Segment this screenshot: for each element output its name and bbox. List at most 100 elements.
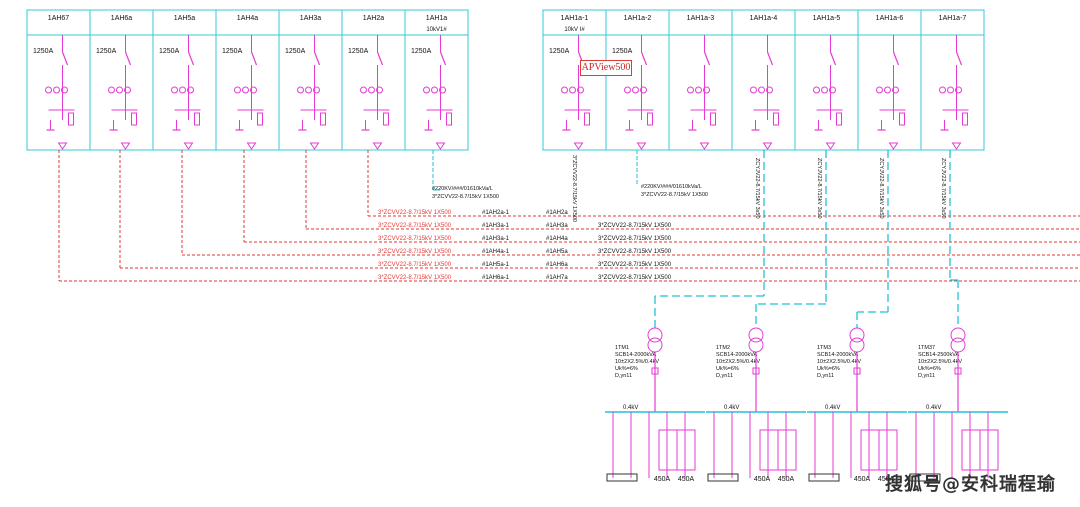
transformer-lv-1: [749, 338, 763, 352]
right-switch-6: [957, 52, 962, 65]
left-panel-2: [153, 10, 216, 150]
vertical-cable-label-3: ZCYJV22-8.7/15kV 3x50: [940, 158, 946, 219]
red-cable-from-3: #1AH4a-1: [482, 249, 510, 255]
right-panel-3: [732, 10, 795, 150]
left-panel-id-6: 1AH1a: [426, 15, 448, 22]
left-ct-4-1: [306, 87, 312, 93]
transformer-lv-3: [951, 338, 965, 352]
right-panel-id-1: 1AH1a-2: [624, 15, 652, 22]
transformer-model-2: SCB14-2000kVA: [817, 352, 859, 358]
transformer-name-0: 1TM1: [615, 345, 629, 351]
right-out-marker-2: [701, 143, 709, 149]
transformer-model-0: SCB14-2000kVA: [615, 352, 657, 358]
right-switch-3: [768, 52, 773, 65]
left-rating-0: 1250A: [33, 48, 54, 55]
right-header-5: [858, 10, 921, 35]
feeder-right-label: #220KV/###/01610kVa/L: [641, 184, 702, 190]
right-out-marker-6: [953, 143, 961, 149]
left-rating-6: 1250A: [411, 48, 432, 55]
transformer-uk-0: Uk%=6%: [615, 366, 638, 372]
left-ct-0-1: [54, 87, 60, 93]
right-ct-6-0: [940, 87, 946, 93]
left-header-1: [90, 10, 153, 35]
right-switch-2: [705, 52, 710, 65]
red-cable-label-2: 3*ZCVV22-8.7/15kV 1X500: [378, 236, 452, 242]
transformer-name-3: 1TM37: [918, 345, 935, 351]
right-ct-2-0: [688, 87, 694, 93]
red-cable-from-2: #1AH3a-1: [482, 236, 510, 242]
right-out-marker-5: [890, 143, 898, 149]
transformer-group-1: D,yn11: [716, 373, 733, 379]
lv-cabinet-1-4: [778, 430, 796, 470]
transformer-model-1: SCB14-2000kVA: [716, 352, 758, 358]
left-header-0: [27, 10, 90, 35]
left-arrester-3: [258, 113, 263, 125]
left-arrester-6: [447, 113, 452, 125]
transformer-name-2: 1TM3: [817, 345, 831, 351]
left-switch-6: [441, 52, 446, 65]
transformer-model-3: SCB14-2500kVA: [918, 352, 960, 358]
vertical-cable-main: 3*ZCVV22-8.7/15kV 1X500: [571, 155, 577, 222]
right-rating-1: 1250A: [612, 48, 633, 55]
right-rating-0: 1250A: [549, 48, 570, 55]
red-cable-label-0: 3*ZCVV22-8.7/15kV 1X500: [378, 210, 452, 216]
transformer-group-2: D,yn11: [817, 373, 834, 379]
right-panel-2: [669, 10, 732, 150]
transformer-name-1: 1TM2: [716, 345, 730, 351]
transformer-group-0: D,yn11: [615, 373, 632, 379]
lv-rating-3: 450A: [778, 476, 795, 483]
right-ct-0-0: [562, 87, 568, 93]
lv-label-box-1: [708, 474, 738, 481]
right-ct-0-1: [570, 87, 576, 93]
left-panel-id-2: 1AH5a: [174, 15, 196, 22]
left-panel-4: [279, 10, 342, 150]
left-switch-3: [252, 52, 257, 65]
right-panel-sub-0: 10kV I#: [564, 27, 585, 33]
right-out-marker-4: [827, 143, 835, 149]
left-ct-1-0: [109, 87, 115, 93]
left-ct-5-1: [369, 87, 375, 93]
lv-rating-4: 450A: [854, 476, 871, 483]
right-arrester-4: [837, 113, 842, 125]
lv-cabinet-2-4: [879, 430, 897, 470]
left-switch-4: [315, 52, 320, 65]
right-ct-2-1: [696, 87, 702, 93]
left-ct-6-0: [424, 87, 430, 93]
left-ct-1-1: [117, 87, 123, 93]
red-cable-label-3: 3*ZCVV22-8.7/15kV 1X500: [378, 249, 452, 255]
left-panel-id-4: 1AH3a: [300, 15, 322, 22]
right-ct-3-0: [751, 87, 757, 93]
left-out-marker-4: [311, 143, 319, 149]
left-out-marker-1: [122, 143, 130, 149]
transformer-uk-1: Uk%=6%: [716, 366, 739, 372]
right-ct-4-0: [814, 87, 820, 93]
transformer-lv-2: [850, 338, 864, 352]
right-ct-5-0: [877, 87, 883, 93]
red-cable-right-label-4: 3*ZCVV22-8.7/15kV 1X500: [598, 262, 672, 268]
red-cable-right-label-5: 3*ZCVV22-8.7/15kV 1X500: [598, 275, 672, 281]
left-panel-id-3: 1AH4a: [237, 15, 259, 22]
right-panel-4: [795, 10, 858, 150]
left-panel-3: [216, 10, 279, 150]
left-ct-3-1: [243, 87, 249, 93]
left-panel-id-5: 1AH2a: [363, 15, 385, 22]
left-arrester-1: [132, 113, 137, 125]
left-panel-5: [342, 10, 405, 150]
lv-rating-0: 450A: [654, 476, 671, 483]
transformer-ratio-3: 10±2X2.5%/0.4kV: [918, 359, 962, 365]
left-arrester-2: [195, 113, 200, 125]
red-cable-from-4: #1AH5a-1: [482, 262, 510, 268]
red-cable-to-0: #1AH2a: [546, 210, 568, 216]
lv-bus-label-1: 0.4kV: [724, 405, 739, 411]
left-panel-1: [90, 10, 153, 150]
left-panel-sub-6: 10kV1#: [426, 27, 447, 33]
left-ct-3-0: [235, 87, 241, 93]
right-header-4: [795, 10, 858, 35]
right-panel-id-2: 1AH1a-3: [687, 15, 715, 22]
right-out-marker-1: [638, 143, 646, 149]
transformer-uk-2: Uk%=6%: [817, 366, 840, 372]
lv-cabinet-3-3: [962, 430, 980, 470]
red-cable-to-4: #1AH6a: [546, 262, 568, 268]
right-switch-5: [894, 52, 899, 65]
